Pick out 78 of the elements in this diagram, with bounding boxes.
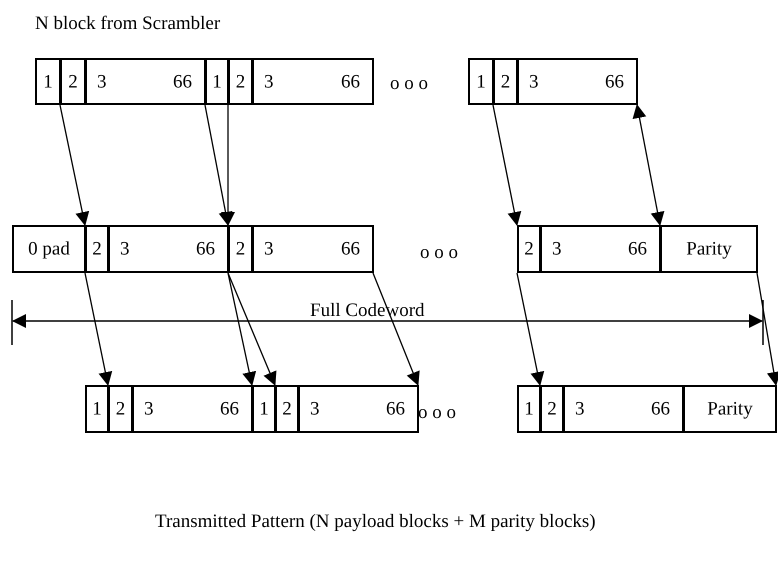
field-label: 66 [651,400,670,418]
field-box [108,225,229,273]
field-label: 66 [605,72,624,91]
field-box [275,385,299,433]
arrow [516,272,544,386]
field-label: 3 [529,72,538,91]
arrow [492,104,522,226]
field-label: 2 [68,72,78,91]
field-box [228,225,253,273]
ellipsis: o o o [420,243,458,262]
field-label: 1 [212,72,222,91]
field-box [540,225,661,273]
field-label: 2 [282,400,292,418]
field-label: 1 [43,72,53,91]
field-box [252,58,374,105]
field-label: 66 [173,72,192,91]
field-box [252,225,374,273]
field-box [540,385,564,433]
field-box [517,58,638,105]
field-box [683,385,777,433]
field-label: 3 [575,400,584,418]
field-box [12,225,86,273]
arrow [204,104,232,226]
field-label: 66 [341,240,360,258]
field-label: 1 [476,72,486,91]
field-box [517,225,541,273]
field-label: Parity [707,400,753,418]
field-label: 66 [628,240,647,258]
field-box [85,225,109,273]
field-box [85,385,109,433]
field-label: 2 [236,240,246,258]
arrow [221,105,235,226]
field-label: 3 [97,72,106,91]
field-box [468,58,494,105]
field-box [228,58,253,105]
field-label: 2 [524,240,534,258]
arrow [59,104,90,226]
field-label: 3 [264,72,274,91]
field-label: 66 [341,72,360,91]
arrow [227,272,256,386]
field-label: 1 [92,400,102,418]
field-box [132,385,253,433]
field-label: 66 [196,240,215,258]
field-label: 3 [310,400,320,418]
ellipsis: o o o [390,74,428,93]
field-box [660,225,758,273]
field-box [35,58,61,105]
field-box [108,385,133,433]
field-box [493,58,518,105]
field-label: 2 [116,400,126,418]
field-box [85,58,206,105]
field-label: 2 [236,72,246,91]
field-label: 1 [259,400,269,418]
field-box [298,385,419,433]
field-label: 66 [220,400,239,418]
field-label: 3 [264,240,274,258]
field-box [60,58,86,105]
arrow [756,272,778,386]
field-box [563,385,684,433]
field-label: 0 pad [28,240,70,258]
field-label: 1 [524,400,534,418]
field-label: 66 [386,400,405,418]
field-box [252,385,276,433]
field-label: 3 [120,240,130,258]
arrow [84,272,112,386]
ellipsis: o o o [418,403,456,422]
field-label: 2 [500,72,510,91]
arrow [227,272,276,386]
field-label: 3 [144,400,154,418]
caption: Transmitted Pattern (N payload blocks + M parity blocks) [155,512,596,531]
field-label: Parity [686,240,732,258]
title: N block from Scrambler [35,14,220,33]
field-box [205,58,229,105]
arrow [632,104,664,226]
field-label: 2 [92,240,102,258]
field-box [517,385,541,433]
field-label: 2 [547,400,557,418]
field-label: 3 [552,240,562,258]
